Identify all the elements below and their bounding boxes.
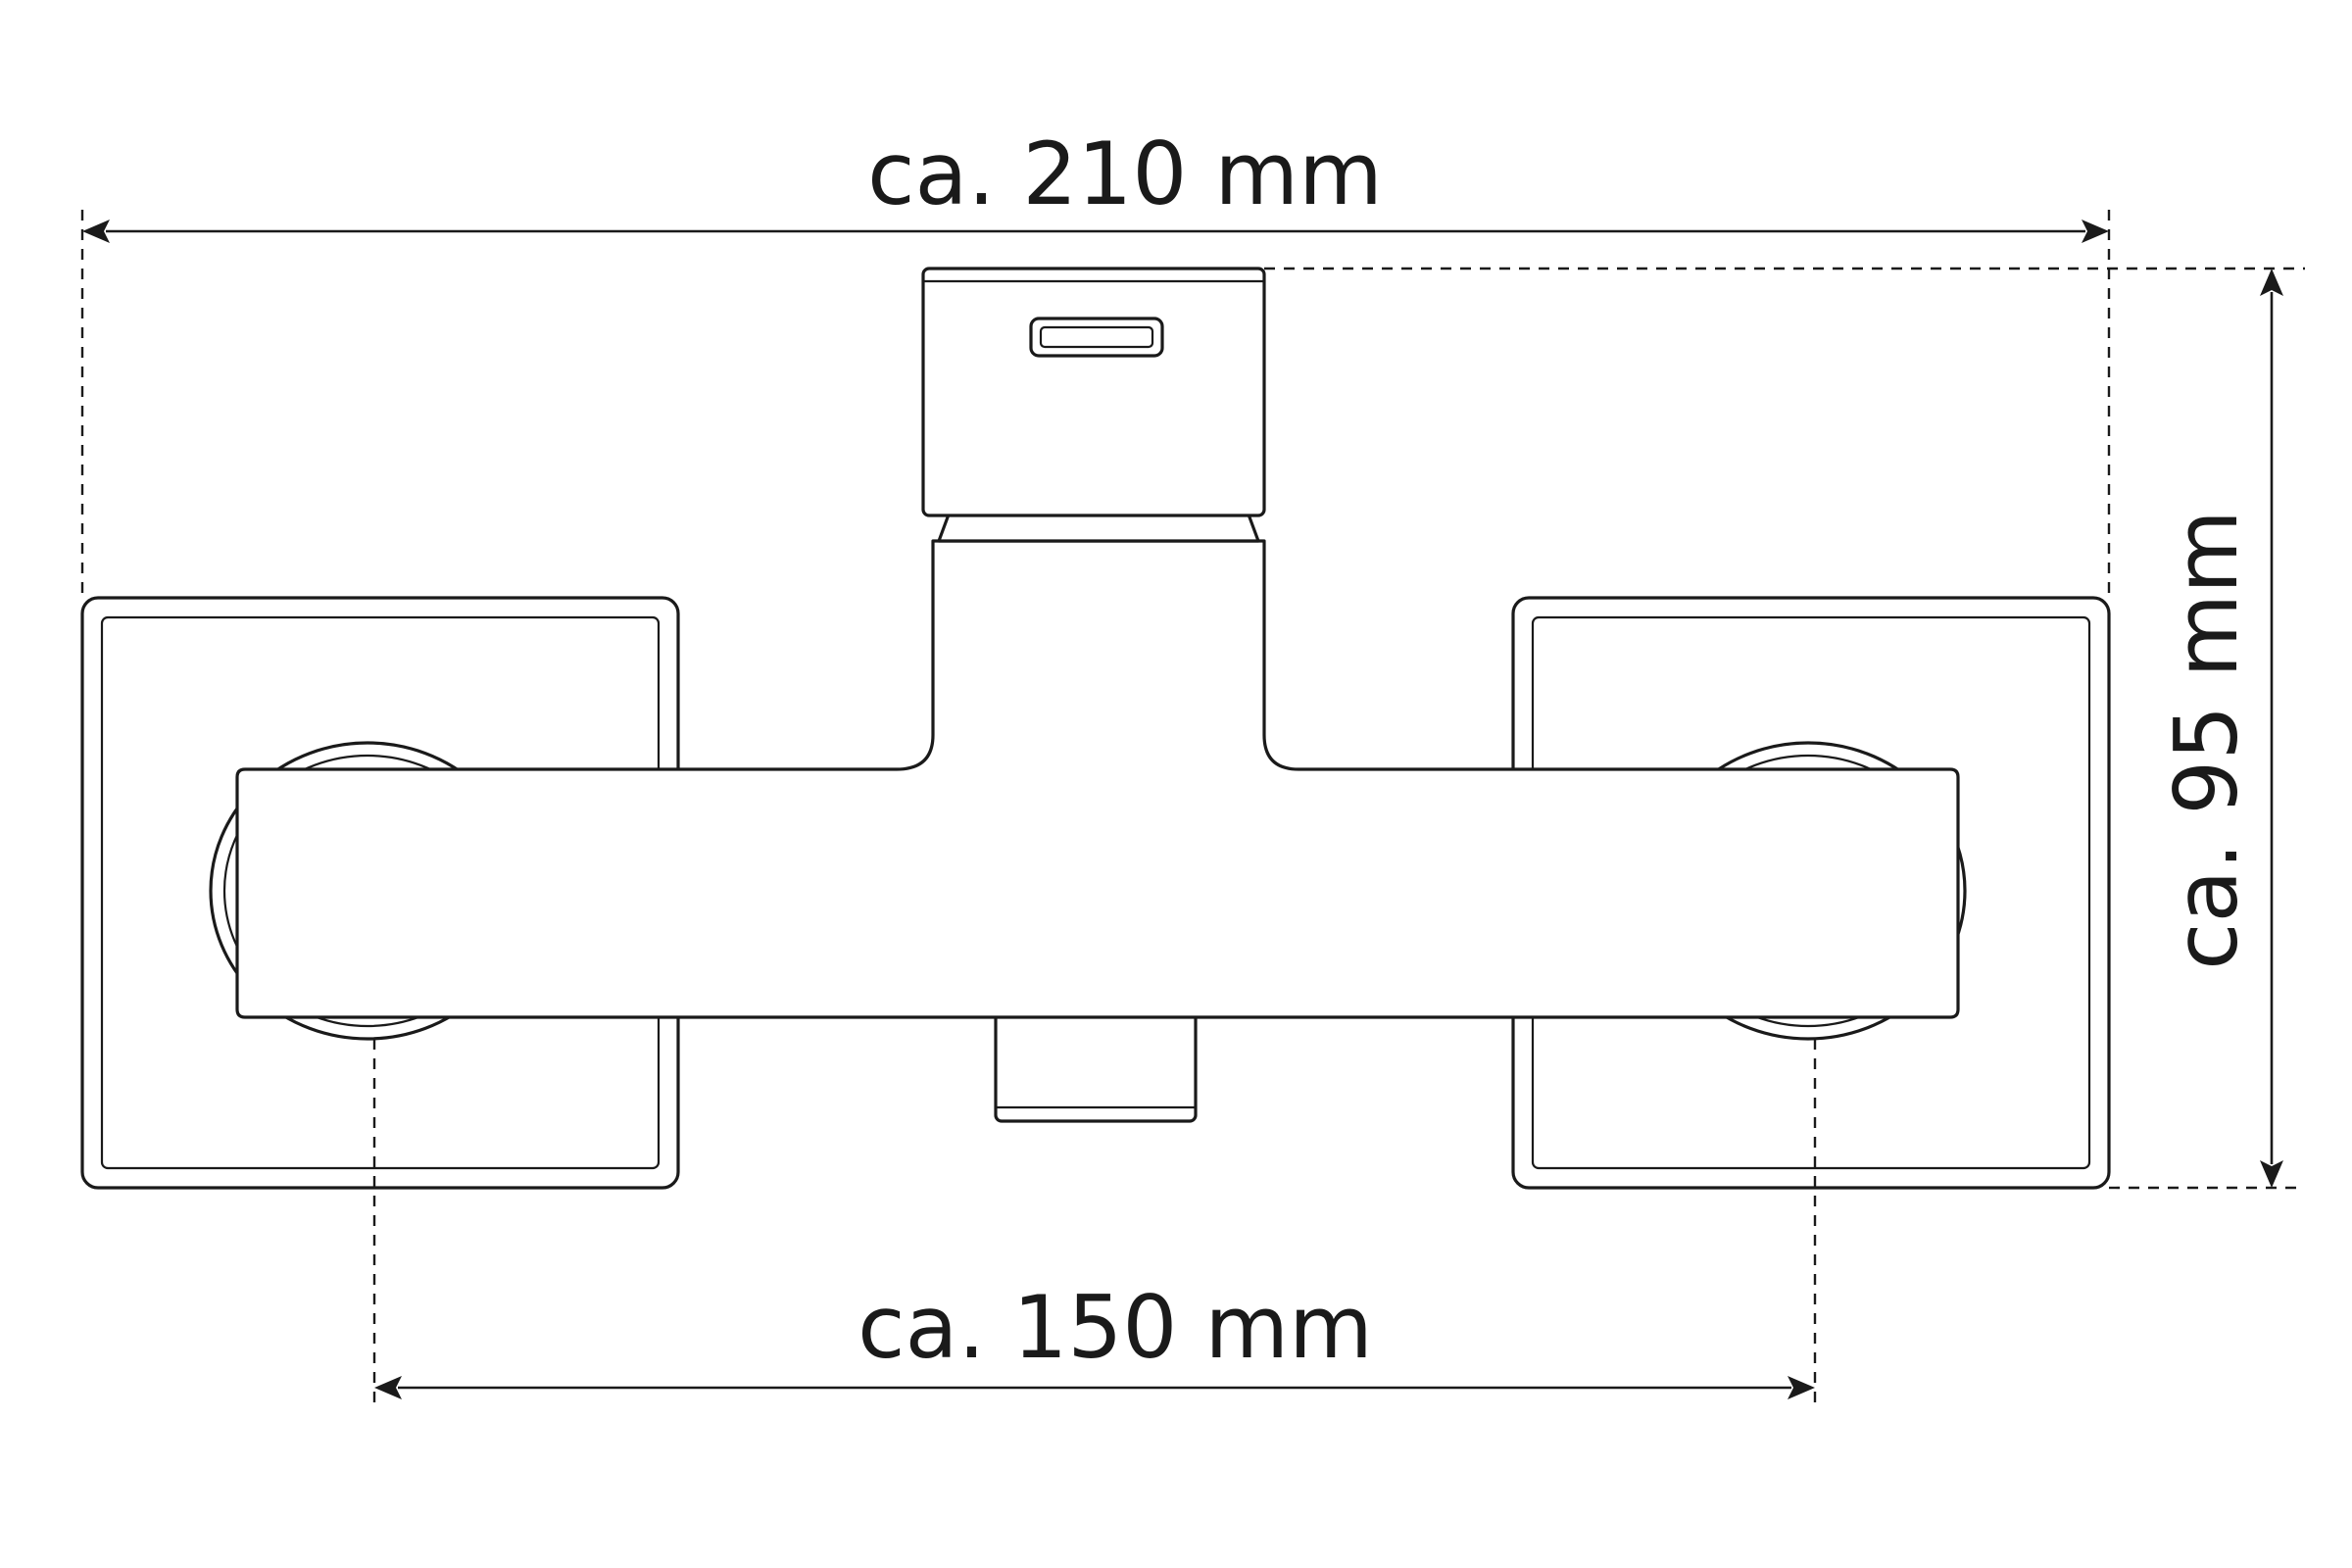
control-handle — [921, 267, 1266, 517]
mount-distance-dimension: ca. 150 mm — [374, 1277, 1815, 1399]
mixer-body — [235, 539, 1960, 1019]
handle-slot-icon — [1029, 317, 1164, 358]
mount-distance-label: ca. 150 mm — [858, 1277, 1373, 1378]
total-height-dimension: ca. 95 mm — [2156, 269, 2283, 1188]
bottom-spout — [994, 1005, 1198, 1123]
total-height-label: ca. 95 mm — [2156, 510, 2257, 970]
extension-lines — [80, 210, 2305, 1411]
cartridge-collar — [937, 513, 1260, 543]
total-width-label: ca. 210 mm — [867, 123, 1383, 224]
total-width-dimension: ca. 210 mm — [82, 123, 2109, 243]
